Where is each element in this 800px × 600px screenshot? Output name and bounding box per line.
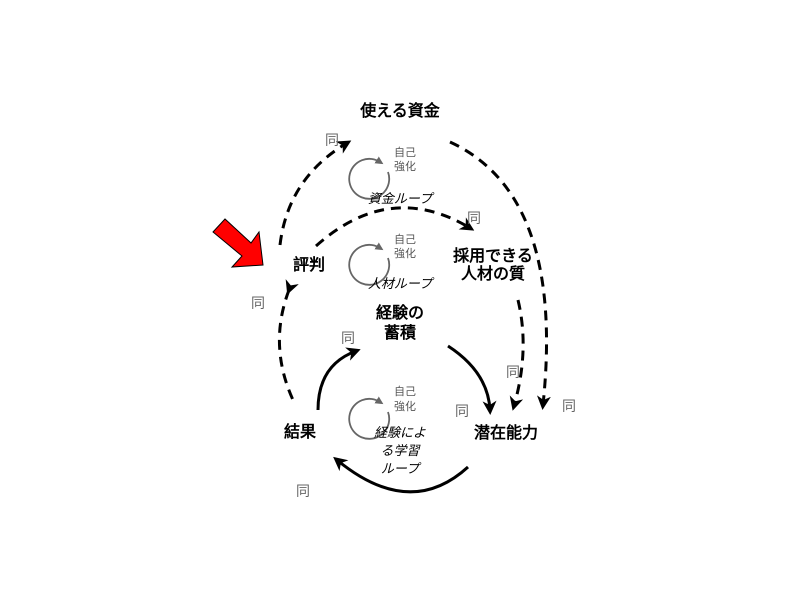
link-potential-to-results [333, 456, 470, 494]
node-experience: 経験の [376, 303, 424, 322]
reinforcing-label: 強化 [394, 246, 416, 260]
polarity-label: 同 [296, 484, 310, 500]
reinforcing-loop-icon: 自己 強化 [348, 385, 416, 440]
node-talent-quality: 人材の質 [461, 264, 525, 283]
funds-loop-label: 資金ループ [368, 191, 435, 207]
link-results-to-experience [316, 347, 361, 411]
learning-loop-label: 経験によ [374, 426, 426, 441]
polarity-label: 同 [325, 133, 339, 149]
learning-loop-label: る学習 [380, 443, 421, 459]
node-experience: 蓄積 [384, 323, 417, 342]
link-experience-to-potential [447, 344, 497, 415]
node-results: 結果 [284, 422, 316, 441]
polarity-label: 同 [467, 211, 481, 227]
reinforcing-loop-icon: 自己 強化 [348, 233, 416, 286]
learning-loop-label: ループ [381, 462, 422, 477]
link-reputation-to-talent [315, 206, 475, 248]
node-reputation: 評判 [293, 255, 325, 274]
link-funds-to-potential [449, 140, 551, 410]
reinforcing-label: 自己 [394, 385, 416, 398]
reinforcing-label: 強化 [394, 399, 416, 413]
node-talent-quality: 採用できる [453, 246, 533, 265]
reinforcing-label: 自己 [394, 233, 416, 246]
talent-loop-label: 人材ループ [368, 277, 435, 292]
polarity-label: 同 [455, 404, 469, 420]
link-reputation-to-funds [278, 140, 352, 246]
node-potential: 潜在能力 [474, 423, 538, 442]
reinforcing-label: 自己 [394, 146, 416, 159]
link-talent-to-potential [509, 299, 525, 411]
polarity-label: 同 [251, 296, 265, 312]
reinforcing-loop-icon: 自己 強化 [348, 146, 416, 200]
node-funds: 使える資金 [359, 101, 441, 120]
polarity-label: 同 [341, 331, 355, 347]
link-results-to-reputation [277, 279, 299, 401]
highlight-arrow [212, 218, 264, 268]
polarity-label: 同 [562, 399, 576, 415]
polarity-label: 同 [506, 365, 520, 381]
reinforcing-label: 強化 [394, 159, 416, 173]
